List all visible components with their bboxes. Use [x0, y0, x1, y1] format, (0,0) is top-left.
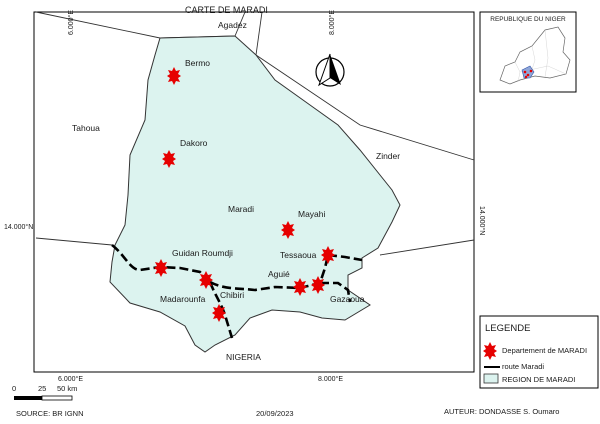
scale-bar: 0 25 50 km [12, 384, 77, 401]
label-madarounfa: Madarounfa [160, 294, 206, 304]
footer-author: AUTEUR: DONDASSE S. Oumaro [444, 407, 559, 416]
footer-date: 20/09/2023 [256, 409, 294, 418]
neighbor-labels: Agadez Tahoua Zinder Maradi NIGERIA [72, 20, 400, 362]
star-bermo [167, 67, 181, 85]
map-title: CARTE DE MARADI [185, 5, 268, 15]
star-guidan [154, 259, 168, 277]
map-frame [33, 11, 475, 373]
footer-source: SOURCE: BR IGNN [16, 409, 84, 418]
grid-top-left: 6.000°E [67, 10, 75, 35]
departement-labels: Bermo Dakoro Mayahi Guidan Roumdji Tessa… [160, 58, 365, 304]
label-aguie: Aguié [268, 269, 290, 279]
star-aguie [293, 278, 307, 296]
label-nigeria: NIGERIA [226, 352, 261, 362]
scale-tick-50: 50 km [57, 384, 77, 393]
star-chibiri [199, 271, 213, 289]
road-gazaoua [320, 281, 352, 303]
star-dakoro [162, 150, 176, 168]
label-tahoua: Tahoua [72, 123, 100, 133]
legend-region-icon [483, 373, 499, 384]
scale-tick-0: 0 [12, 384, 16, 393]
label-agadez: Agadez [218, 20, 247, 30]
star-gazaoua [311, 276, 325, 294]
legend-item-departement: Departement de MARADI [502, 346, 587, 355]
label-chibiri: Chibiri [220, 290, 244, 300]
star-mayahi [281, 221, 295, 239]
label-mayahi: Mayahi [298, 209, 326, 219]
legend-title: LEGENDE [485, 323, 530, 334]
scale-tick-25: 25 [38, 384, 46, 393]
grid-left-lat: 14.000°N [4, 223, 33, 231]
road-west [111, 243, 211, 283]
inset-maradi-highlight [521, 65, 535, 79]
inset-map: REPUBLIQUE DU NIGER [479, 11, 577, 93]
legend-star-icon [483, 342, 497, 360]
grid-top-right: 8.000°E [328, 10, 336, 35]
label-bermo: Bermo [185, 58, 210, 68]
grid-right-lat: 14.000°N [478, 206, 486, 235]
grid-bottom-left: 6.000°E [58, 375, 83, 383]
label-dakoro: Dakoro [180, 138, 208, 148]
label-zinder: Zinder [376, 151, 400, 161]
legend: LEGENDE Departement de MARADI route Mara… [479, 315, 599, 389]
label-tessaoua: Tessaoua [280, 250, 317, 260]
label-guidan: Guidan Roumdji [172, 248, 233, 258]
star-tessaoua [321, 246, 335, 264]
legend-item-road: route Maradi [502, 362, 544, 371]
departement-markers [154, 67, 335, 322]
maradi-region[interactable] [109, 35, 401, 353]
label-gazaoua: Gazaoua [330, 294, 365, 304]
road-south [208, 281, 234, 339]
legend-item-region: REGION DE MARADI [502, 375, 575, 384]
label-maradi: Maradi [228, 204, 254, 214]
grid-bottom-right: 8.000°E [318, 375, 343, 383]
inset-title: REPUBLIQUE DU NIGER [490, 16, 566, 23]
star-madarounfa [212, 304, 226, 322]
north-arrow-icon [315, 53, 345, 87]
